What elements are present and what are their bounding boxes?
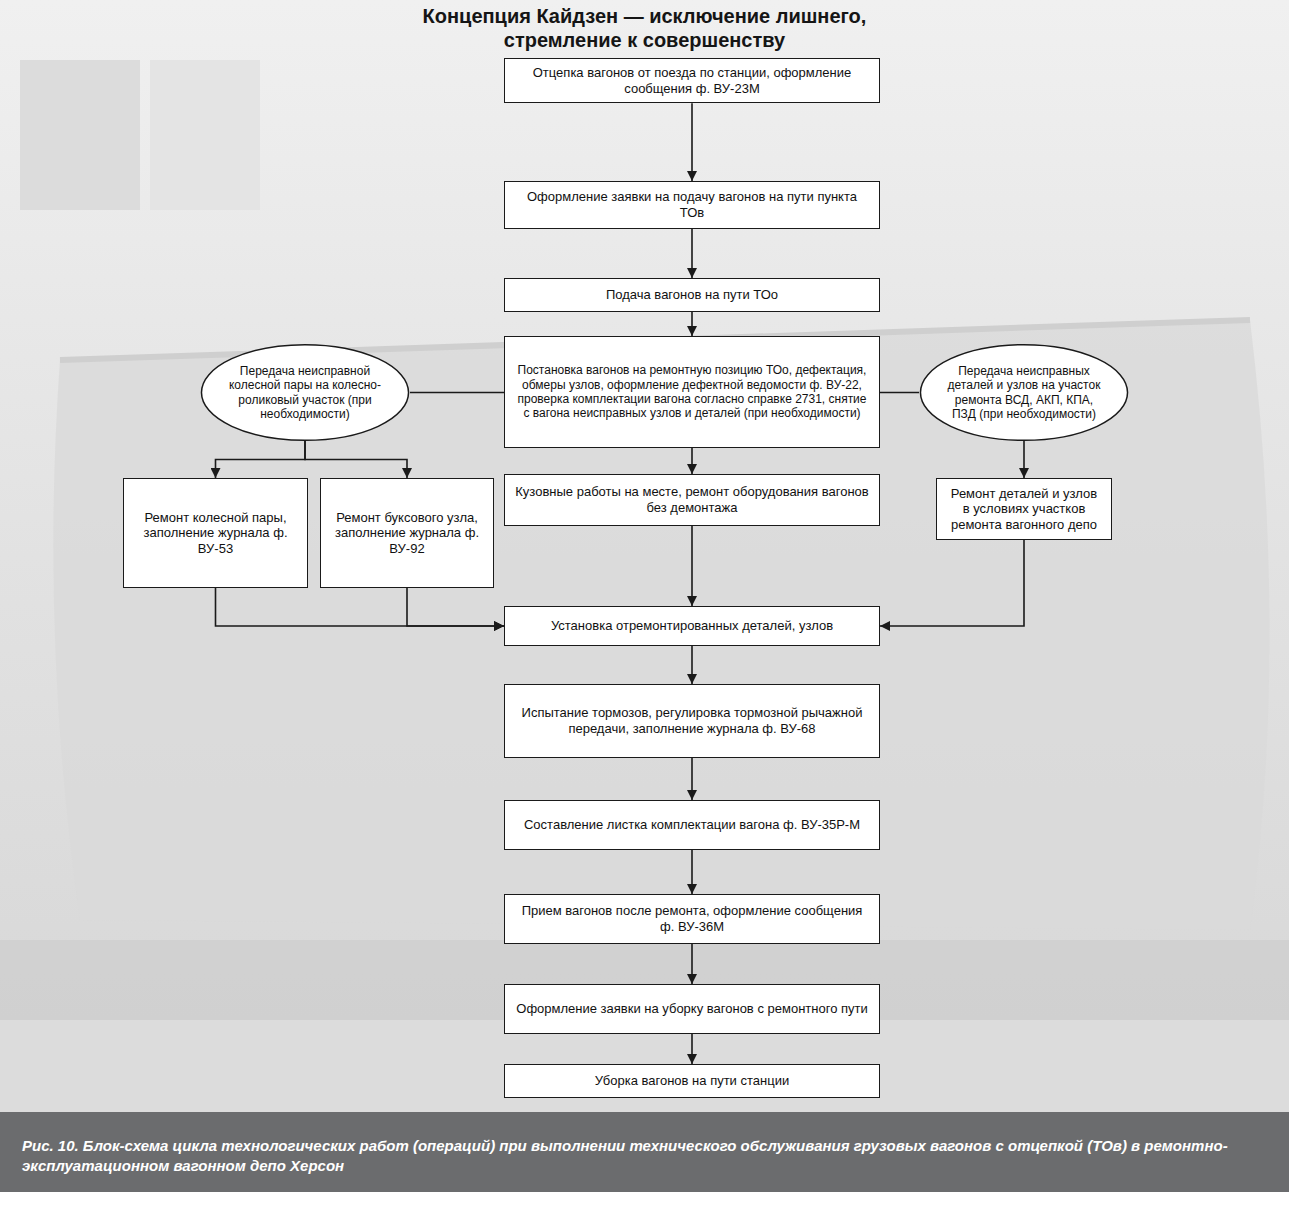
node-text: Подача вагонов на пути ТОо	[606, 287, 778, 303]
node-text: Испытание тормозов, регулировка тормозно…	[515, 705, 869, 736]
process-box: Кузовные работы на месте, ремонт оборудо…	[504, 474, 880, 526]
process-ellipse: Передача неисправной колесной пары на ко…	[200, 344, 410, 441]
ellipse-shape	[201, 345, 408, 441]
flow-connector	[691, 448, 693, 474]
diagram-title: Концепция Кайдзен — исключение лишнего, …	[385, 4, 905, 52]
node-text: Ремонт буксового узла, заполнение журнал…	[331, 510, 483, 557]
flow-connector	[691, 526, 693, 606]
text-group: Оформление заявки на подачу вагонов на п…	[515, 189, 869, 220]
process-box: Ремонт деталей и узлов в условиях участк…	[936, 478, 1112, 540]
text-group: Постановка вагонов на ремонтную позицию …	[515, 363, 869, 421]
flow-connector	[691, 1034, 693, 1064]
node-text: Постановка вагонов на ремонтную позицию …	[515, 363, 869, 421]
process-box: Оформление заявки на подачу вагонов на п…	[504, 181, 880, 229]
flow-connector	[305, 441, 407, 478]
process-box: Прием вагонов после ремонта, оформление …	[504, 894, 880, 944]
flow-connector	[216, 588, 505, 626]
text-group: Ремонт буксового узла, заполнение журнал…	[331, 510, 483, 557]
node-text: Уборка вагонов на пути станции	[595, 1073, 789, 1089]
node-text: Установка отремонтированных деталей, узл…	[551, 618, 833, 634]
text-group: Уборка вагонов на пути станции	[595, 1073, 789, 1089]
text-group: Ремонт колесной пары, заполнение журнала…	[134, 510, 297, 557]
text-group: Испытание тормозов, регулировка тормозно…	[515, 705, 869, 736]
process-box: Установка отремонтированных деталей, узл…	[504, 606, 880, 646]
node-text: Прием вагонов после ремонта, оформление …	[515, 903, 869, 934]
flow-connector	[691, 646, 693, 684]
figure-caption: Рис. 10. Блок-схема цикла технологически…	[22, 1136, 1262, 1176]
node-text: Ремонт колесной пары, заполнение журнала…	[134, 510, 297, 557]
node-text: Отцепка вагонов от поезда по станции, оф…	[515, 65, 869, 96]
process-box: Постановка вагонов на ремонтную позицию …	[504, 336, 880, 448]
text-group: Подача вагонов на пути ТОо	[606, 287, 778, 303]
title-wrap: Концепция Кайдзен — исключение лишнего, …	[0, 4, 1289, 52]
process-box: Ремонт колесной пары, заполнение журнала…	[123, 478, 308, 588]
process-box: Ремонт буксового узла, заполнение журнал…	[320, 478, 494, 588]
node-text: Ремонт деталей и узлов в условиях участк…	[947, 486, 1101, 533]
text-group: Прием вагонов после ремонта, оформление …	[515, 903, 869, 934]
flow-connector	[691, 229, 693, 278]
flow-connector	[1023, 441, 1025, 478]
process-box: Уборка вагонов на пути станции	[504, 1064, 880, 1098]
text-group: Оформление заявки на уборку вагонов с ре…	[516, 1001, 867, 1017]
text-group: Передача неисправной колесной пары на ко…	[228, 364, 382, 422]
process-box: Отцепка вагонов от поезда по станции, оф…	[504, 58, 880, 103]
flow-connector	[410, 392, 504, 394]
node-text: Передача неисправной колесной пары на ко…	[228, 364, 382, 422]
text-group: Кузовные работы на месте, ремонт оборудо…	[515, 484, 869, 515]
text-group: Ремонт деталей и узлов в условиях участк…	[947, 486, 1101, 533]
node-text: Передача неисправных деталей и узлов на …	[947, 364, 1101, 422]
flow-connector	[691, 850, 693, 894]
ellipse-shape	[920, 345, 1127, 441]
text-group: Составление листка комплектации вагона ф…	[524, 817, 860, 833]
text-group: Передача неисправных деталей и узлов на …	[947, 364, 1101, 422]
flow-connector	[691, 944, 693, 984]
text-group: Установка отремонтированных деталей, узл…	[551, 618, 833, 634]
text-group: Отцепка вагонов от поезда по станции, оф…	[515, 65, 869, 96]
flow-connector	[691, 103, 693, 181]
flow-connector	[691, 312, 693, 336]
flow-connector	[407, 588, 504, 626]
process-ellipse: Передача неисправных деталей и узлов на …	[919, 344, 1129, 441]
flow-connector	[216, 441, 306, 478]
flow-connector	[880, 392, 919, 394]
node-text: Составление листка комплектации вагона ф…	[524, 817, 860, 833]
process-box: Подача вагонов на пути ТОо	[504, 278, 880, 312]
node-text: Оформление заявки на уборку вагонов с ре…	[516, 1001, 867, 1017]
process-box: Испытание тормозов, регулировка тормозно…	[504, 684, 880, 758]
flow-connector	[691, 758, 693, 800]
node-text: Оформление заявки на подачу вагонов на п…	[515, 189, 869, 220]
process-box: Оформление заявки на уборку вагонов с ре…	[504, 984, 880, 1034]
flow-connector	[880, 540, 1024, 626]
node-text: Кузовные работы на месте, ремонт оборудо…	[515, 484, 869, 515]
process-box: Составление листка комплектации вагона ф…	[504, 800, 880, 850]
